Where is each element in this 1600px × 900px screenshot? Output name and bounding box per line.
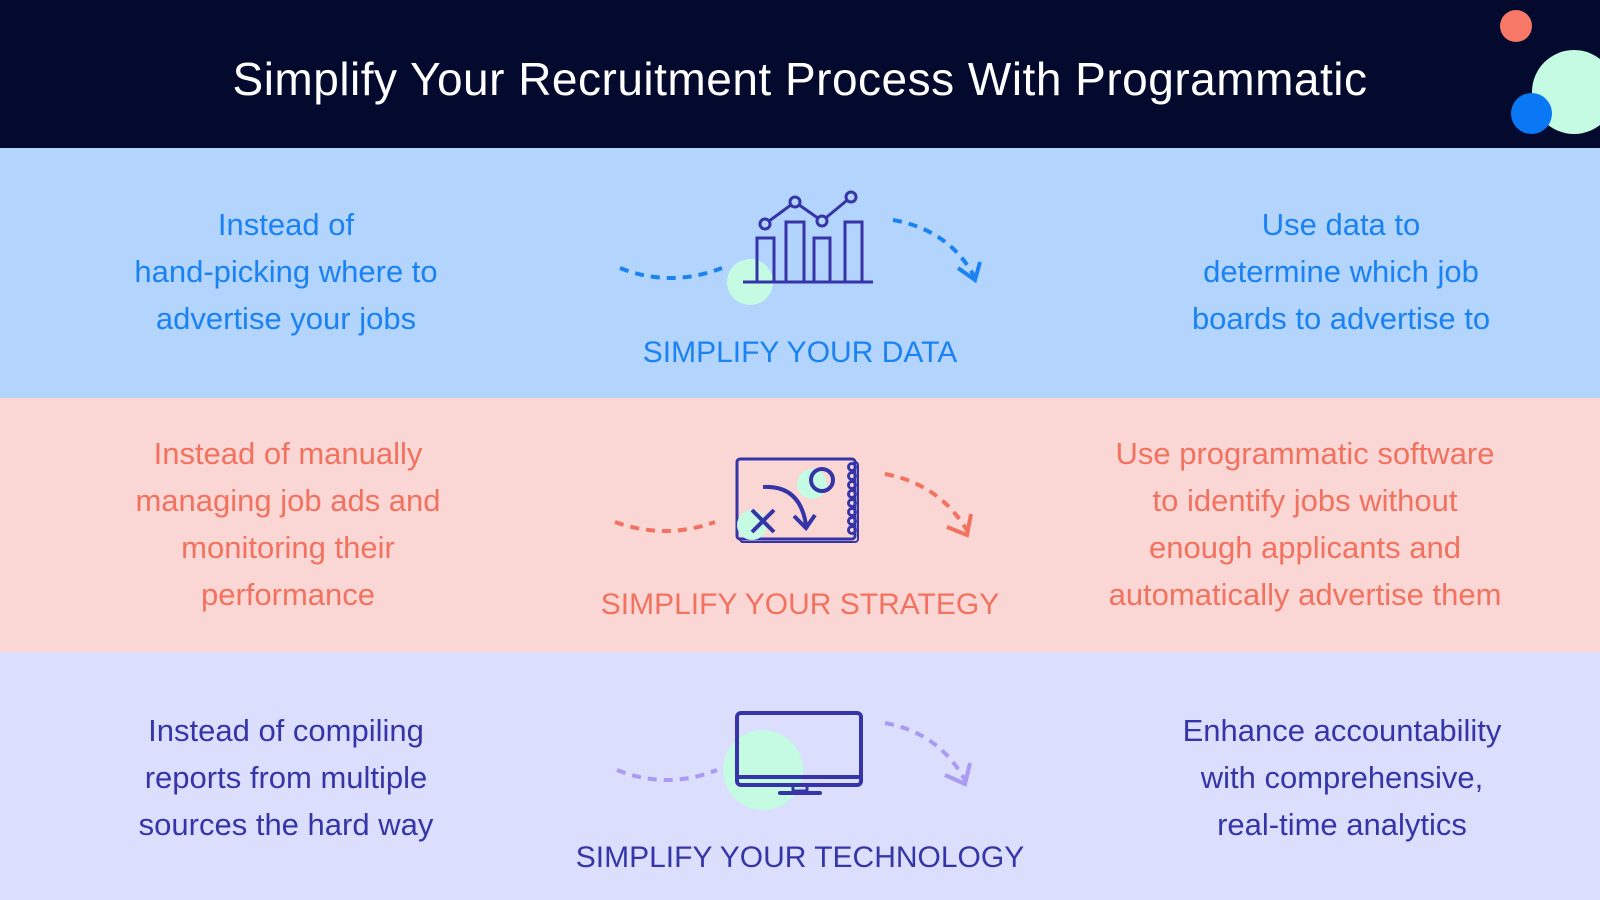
text-line: Enhance accountability	[1182, 713, 1502, 748]
monitor-icon	[616, 711, 972, 810]
text-line: with comprehensive,	[1200, 760, 1484, 795]
text-line: Use programmatic software	[1115, 436, 1495, 471]
strategy-notebook-icon	[614, 457, 973, 543]
row-label: SIMPLIFY YOUR STRATEGY	[600, 588, 1000, 621]
before-text: Instead of compiling reports from multip…	[139, 707, 434, 848]
after-text: Use data to determine which job boards t…	[1192, 201, 1490, 342]
text-line: monitoring their	[181, 530, 395, 565]
decor-circle-coral	[1500, 10, 1532, 42]
header: Simplify Your Recruitment Process With P…	[0, 0, 1600, 148]
text-line: reports from multiple	[144, 760, 428, 795]
row-technology: Instead of compiling reports from multip…	[0, 652, 1600, 900]
text-line: determine which job	[1203, 254, 1479, 289]
row-label: SIMPLIFY YOUR DATA	[642, 336, 958, 369]
text-line: to identify jobs without	[1152, 483, 1458, 518]
text-line: enough applicants and	[1149, 530, 1461, 565]
text-line: sources the hard way	[138, 807, 434, 842]
decor-circle-blue	[1511, 93, 1552, 134]
text-line: Instead of compiling	[148, 713, 424, 748]
text-line: boards to advertise to	[1191, 301, 1491, 336]
after-text: Use programmatic software to identify jo…	[1109, 430, 1502, 618]
row-strategy: Instead of manually managing job ads and…	[0, 398, 1600, 652]
row-label: SIMPLIFY YOUR TECHNOLOGY	[575, 841, 1025, 874]
text-line: performance	[200, 577, 376, 612]
text-line: real-time analytics	[1217, 807, 1467, 842]
before-text: Instead of manually managing job ads and…	[135, 430, 440, 618]
after-text: Enhance accountability with comprehensiv…	[1183, 707, 1502, 848]
row-data: Instead of hand-picking where to adverti…	[0, 148, 1600, 398]
text-line: automatically advertise them	[1108, 577, 1502, 612]
text-line: Instead of	[217, 207, 355, 242]
text-line: Instead of manually	[153, 436, 423, 471]
text-line: Use data to	[1261, 207, 1421, 242]
before-text: Instead of hand-picking where to adverti…	[134, 201, 437, 342]
bar-line-chart-icon	[619, 190, 982, 305]
text-line: advertise your jobs	[155, 301, 417, 336]
text-line: hand-picking where to	[134, 254, 438, 289]
page-title: Simplify Your Recruitment Process With P…	[232, 53, 1368, 105]
text-line: managing job ads and	[135, 483, 441, 518]
